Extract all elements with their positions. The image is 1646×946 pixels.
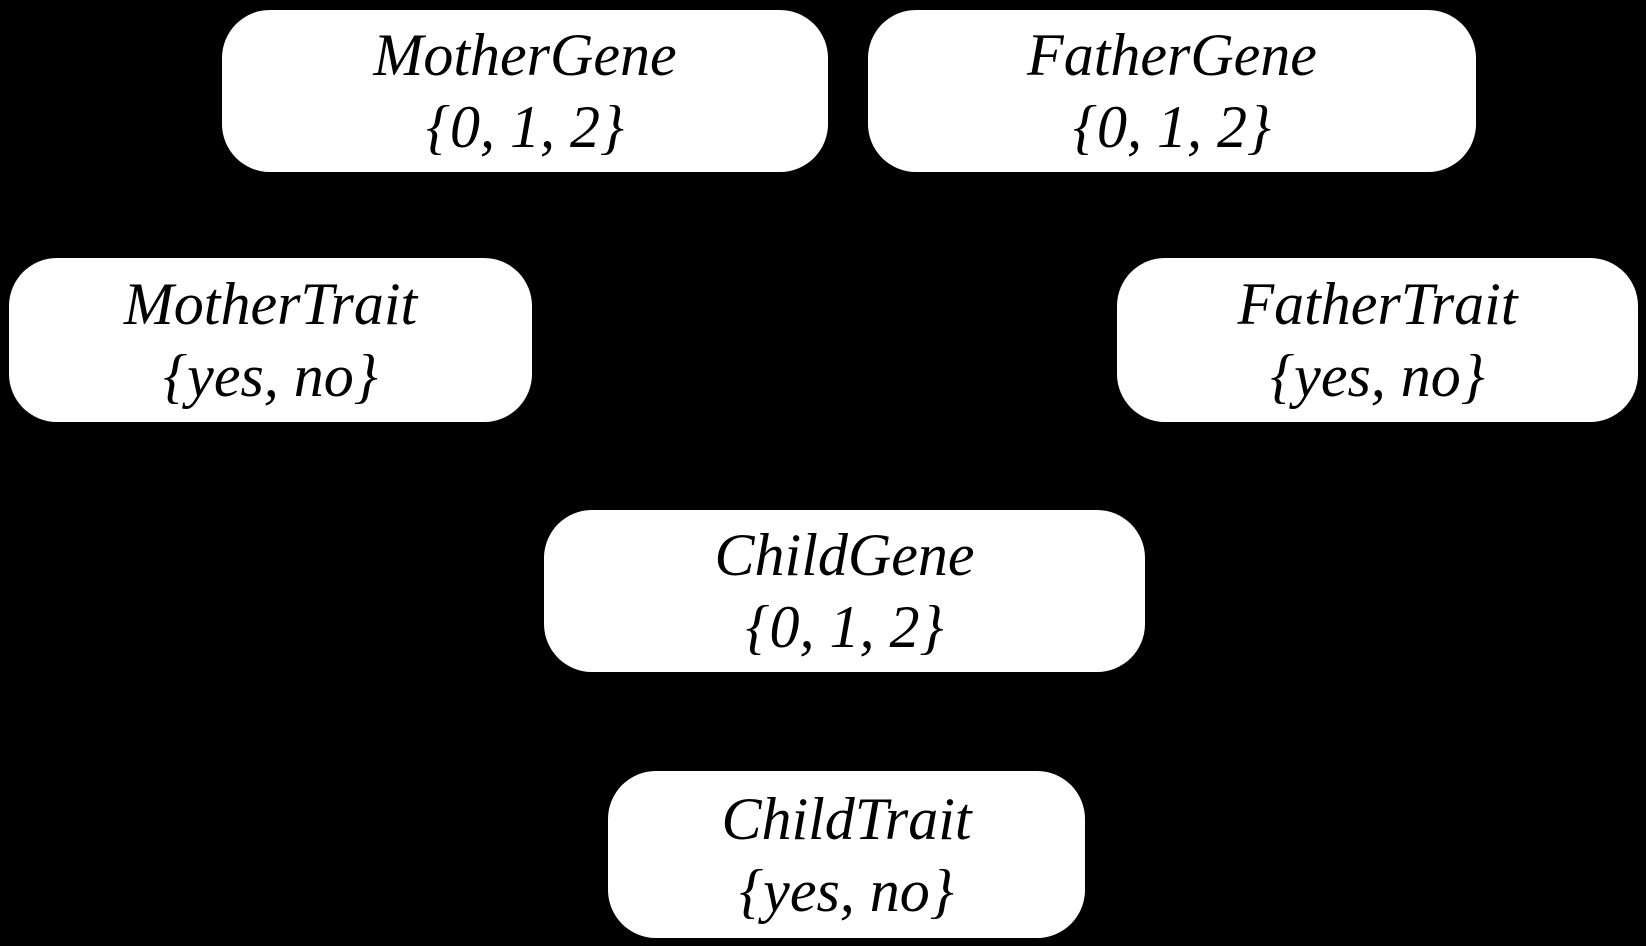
node-title: ChildGene [714,522,975,588]
node-domain-set: {yes, no} [163,343,378,409]
node-mother-trait: MotherTrait {yes, no} [9,258,532,422]
node-father-gene: FatherGene {0, 1, 2} [868,10,1476,172]
node-father-trait: FatherTrait {yes, no} [1117,258,1638,422]
node-title: FatherTrait [1237,271,1518,337]
node-title: FatherGene [1027,22,1317,88]
node-title: ChildTrait [721,785,972,852]
node-title: MotherTrait [123,271,418,337]
node-title: MotherGene [373,22,677,88]
node-child-gene: ChildGene {0, 1, 2} [544,510,1145,672]
node-domain-set: {0, 1, 2} [426,94,624,160]
node-domain-set: {0, 1, 2} [745,594,944,660]
node-domain-set: {yes, no} [1270,343,1485,409]
node-domain-set: {0, 1, 2} [1073,94,1271,160]
node-domain-set: {yes, no} [739,857,954,924]
node-child-trait: ChildTrait {yes, no} [608,771,1085,938]
node-mother-gene: MotherGene {0, 1, 2} [222,10,828,172]
